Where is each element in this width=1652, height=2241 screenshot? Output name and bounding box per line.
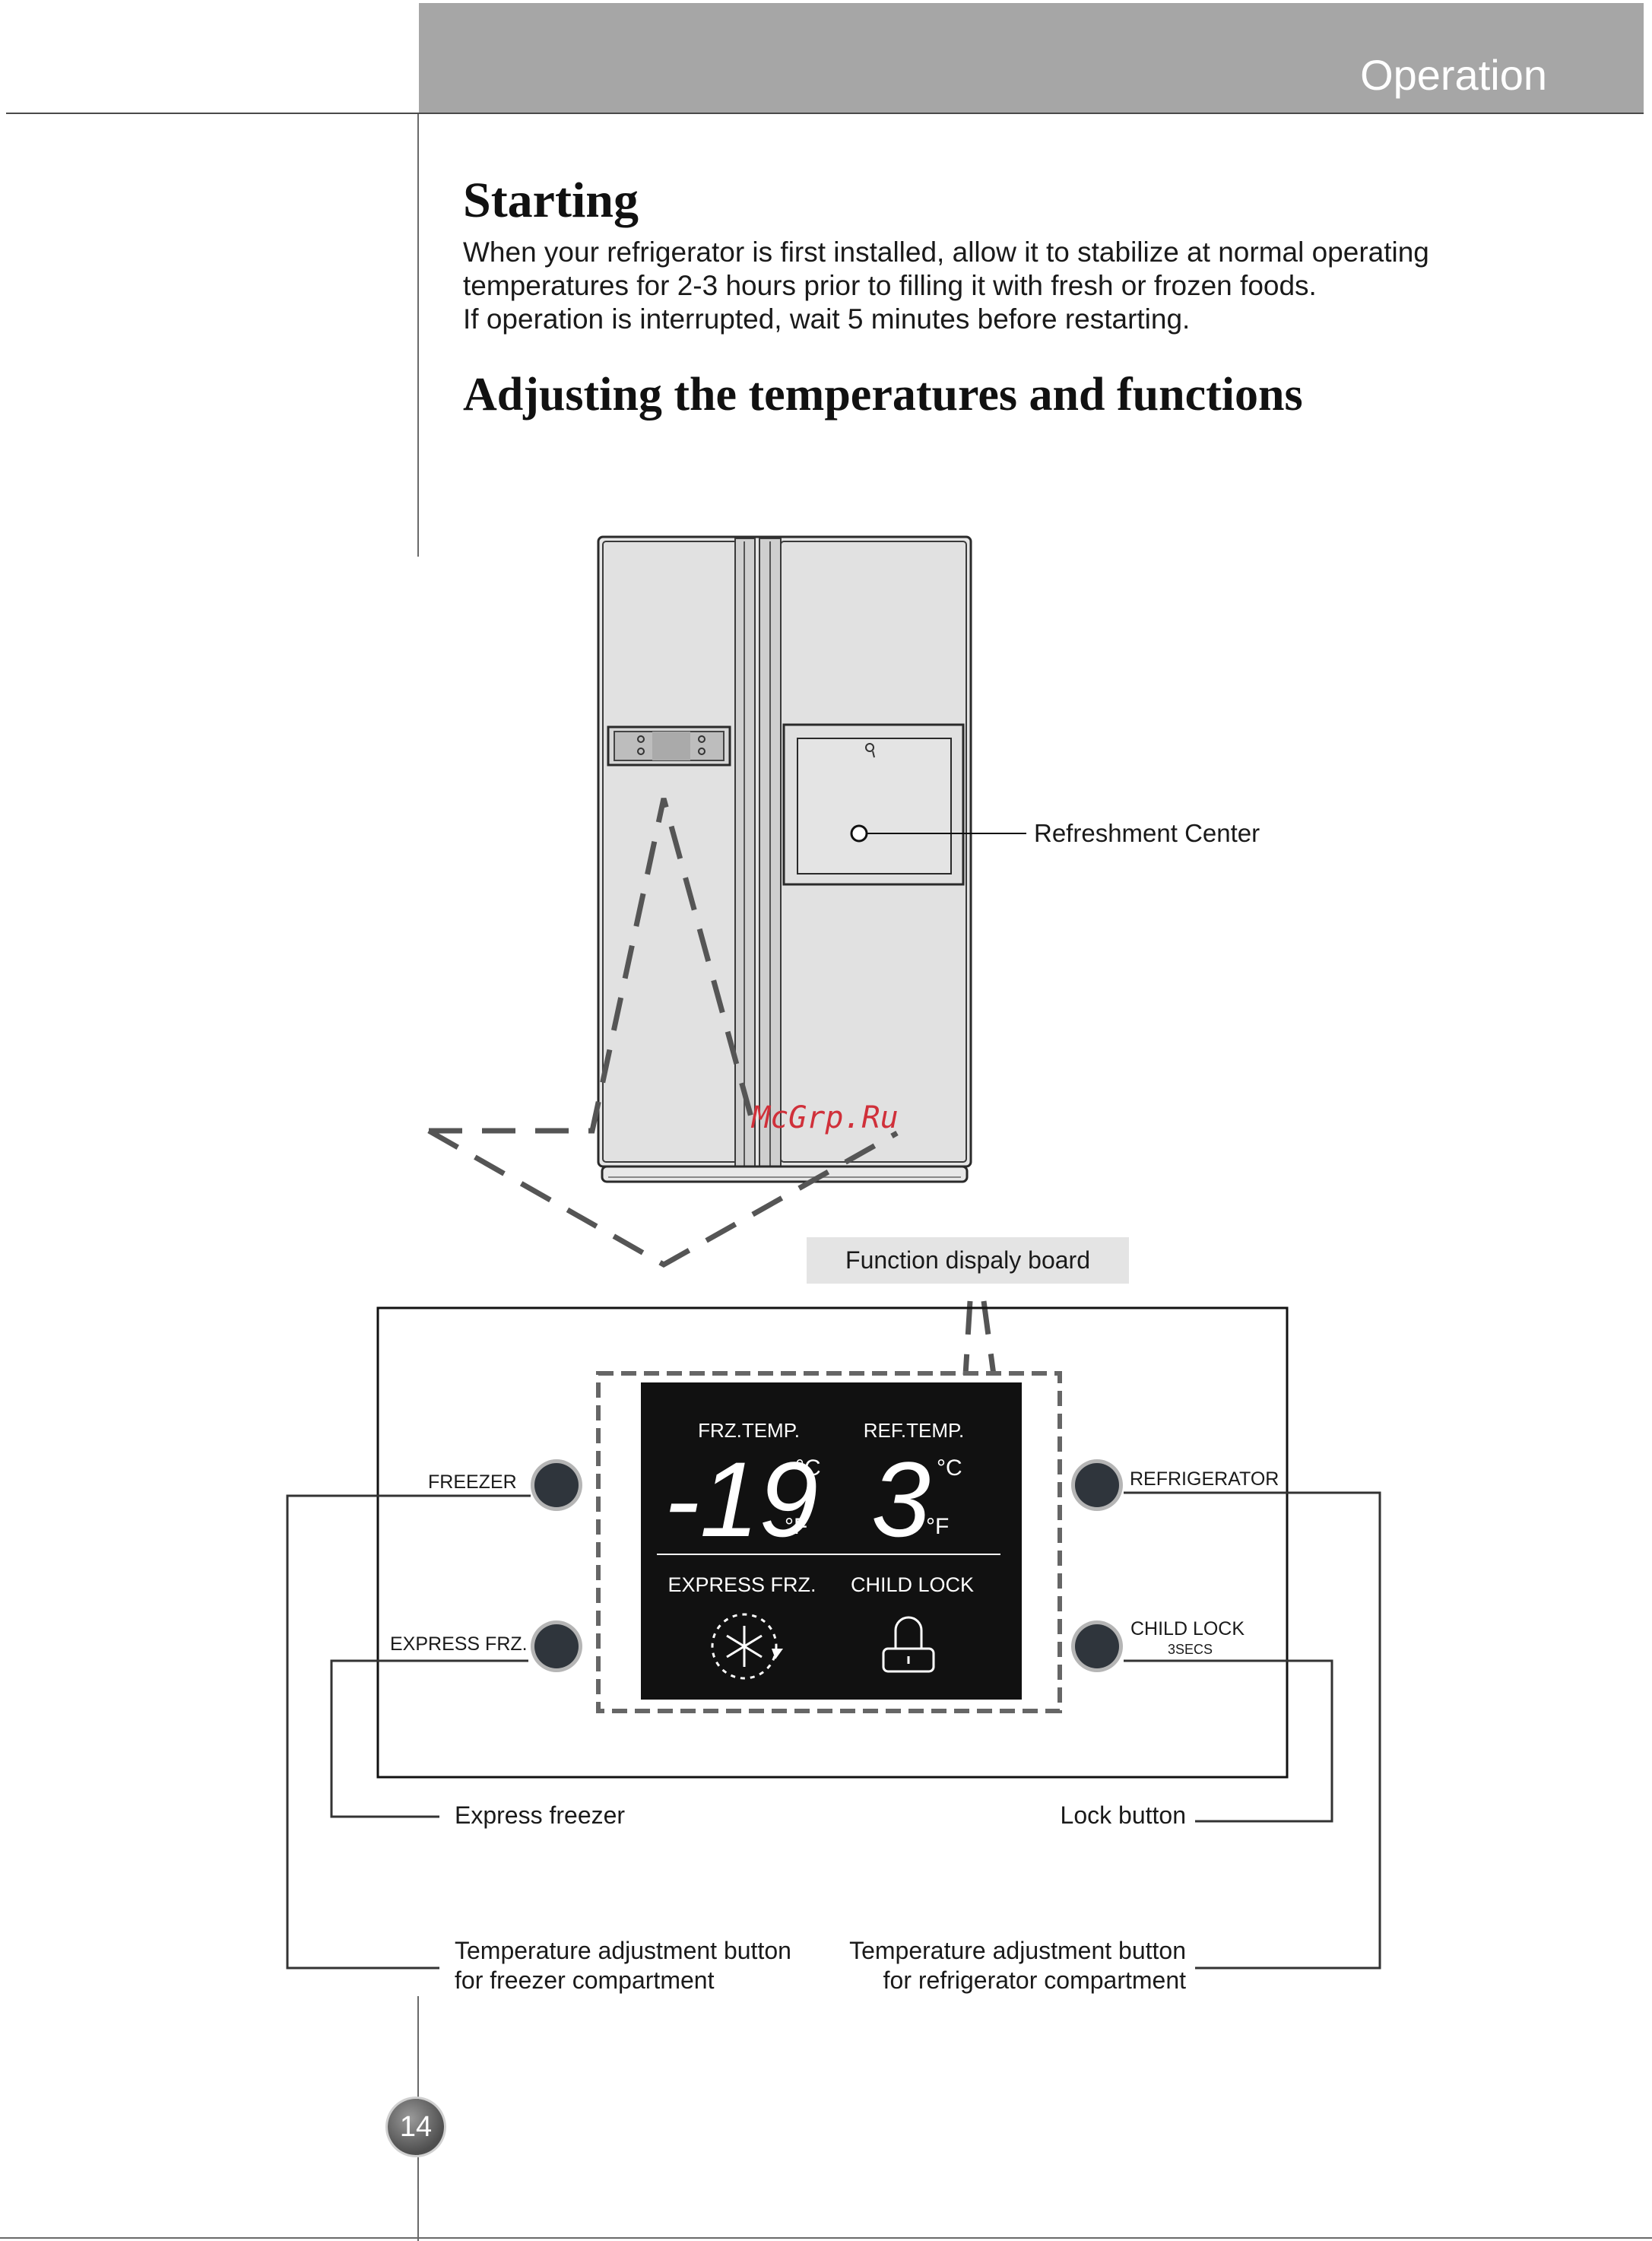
refrigerator-temp-callout-line-2: for refrigerator compartment	[883, 1966, 1186, 1994]
starting-heading: Starting	[463, 173, 639, 228]
header-rule	[6, 113, 1644, 114]
ref-unit-f: °F	[926, 1514, 949, 1539]
express-frz-label: EXPRESS FRZ.	[667, 1573, 816, 1596]
frz-temp-value: -19	[664, 1440, 818, 1559]
refreshment-center-label: Refreshment Center	[1034, 819, 1260, 847]
express-frz-button-graphic	[531, 1620, 582, 1672]
child-lock-label: CHILD LOCK	[851, 1573, 974, 1596]
adjusting-heading: Adjusting the temperatures and functions	[463, 369, 1303, 421]
margin-rule-top	[417, 114, 419, 557]
starting-line-2: temperatures for 2-3 hours prior to fill…	[463, 270, 1317, 301]
footer-rule	[0, 2237, 1652, 2239]
ref-temp-label: REF.TEMP.	[864, 1419, 964, 1442]
freezer-temp-callout-line-1: Temperature adjustment button	[455, 1937, 791, 1964]
lock-icon	[882, 1616, 935, 1673]
page-number: 14	[388, 2099, 444, 2155]
starting-text: When your refrigerator is first installe…	[463, 236, 1512, 336]
refrigerator-temp-callout-line-1: Temperature adjustment button	[849, 1937, 1186, 1964]
express-freezer-callout: Express freezer	[455, 1801, 626, 1829]
child-lock-button-label: CHILD LOCK	[1130, 1618, 1245, 1639]
frz-temp-label: FRZ.TEMP.	[698, 1419, 800, 1442]
ref-temp-value: 3	[871, 1440, 931, 1559]
display-dashed-outline	[596, 1371, 1062, 1713]
lcd-display	[641, 1382, 1022, 1700]
section-title: Operation	[1360, 51, 1547, 99]
frz-unit-c: °C	[795, 1455, 821, 1481]
starting-line-1: When your refrigerator is first installe…	[463, 236, 1429, 268]
frz-unit-f: °F	[785, 1514, 807, 1539]
child-lock-button-graphic	[1071, 1620, 1123, 1672]
freezer-button-graphic	[531, 1459, 582, 1511]
header-band	[419, 3, 1644, 114]
express-frz-button-label: EXPRESS FRZ.	[390, 1633, 528, 1655]
freezer-button-label: FREEZER	[428, 1471, 517, 1493]
function-display-board-label: Function dispaly board	[807, 1237, 1129, 1284]
starting-line-3: If operation is interrupted, wait 5 minu…	[463, 303, 1191, 335]
refrigerator-illustration	[597, 535, 972, 1183]
freezer-temp-callout-line-2: for freezer compartment	[455, 1966, 715, 1994]
lock-button-callout: Lock button	[1060, 1801, 1186, 1829]
zoom-dashed-lines	[427, 798, 997, 1376]
snowflake-icon	[711, 1613, 783, 1680]
freezer-temp-callout: Temperature adjustment button for freeze…	[455, 1936, 791, 1995]
ref-unit-c: °C	[937, 1455, 962, 1481]
callout-leader-lines	[286, 1491, 1381, 1970]
child-lock-duration: 3SECS	[1168, 1642, 1213, 1657]
watermark-text: McGrp.Ru	[752, 1100, 899, 1135]
refrigerator-temp-callout: Temperature adjustment button for refrig…	[849, 1936, 1186, 1995]
refrigerator-button-graphic	[1071, 1459, 1123, 1511]
refrigerator-button-label: REFRIGERATOR	[1130, 1468, 1279, 1490]
control-panel-frame	[376, 1306, 1289, 1779]
